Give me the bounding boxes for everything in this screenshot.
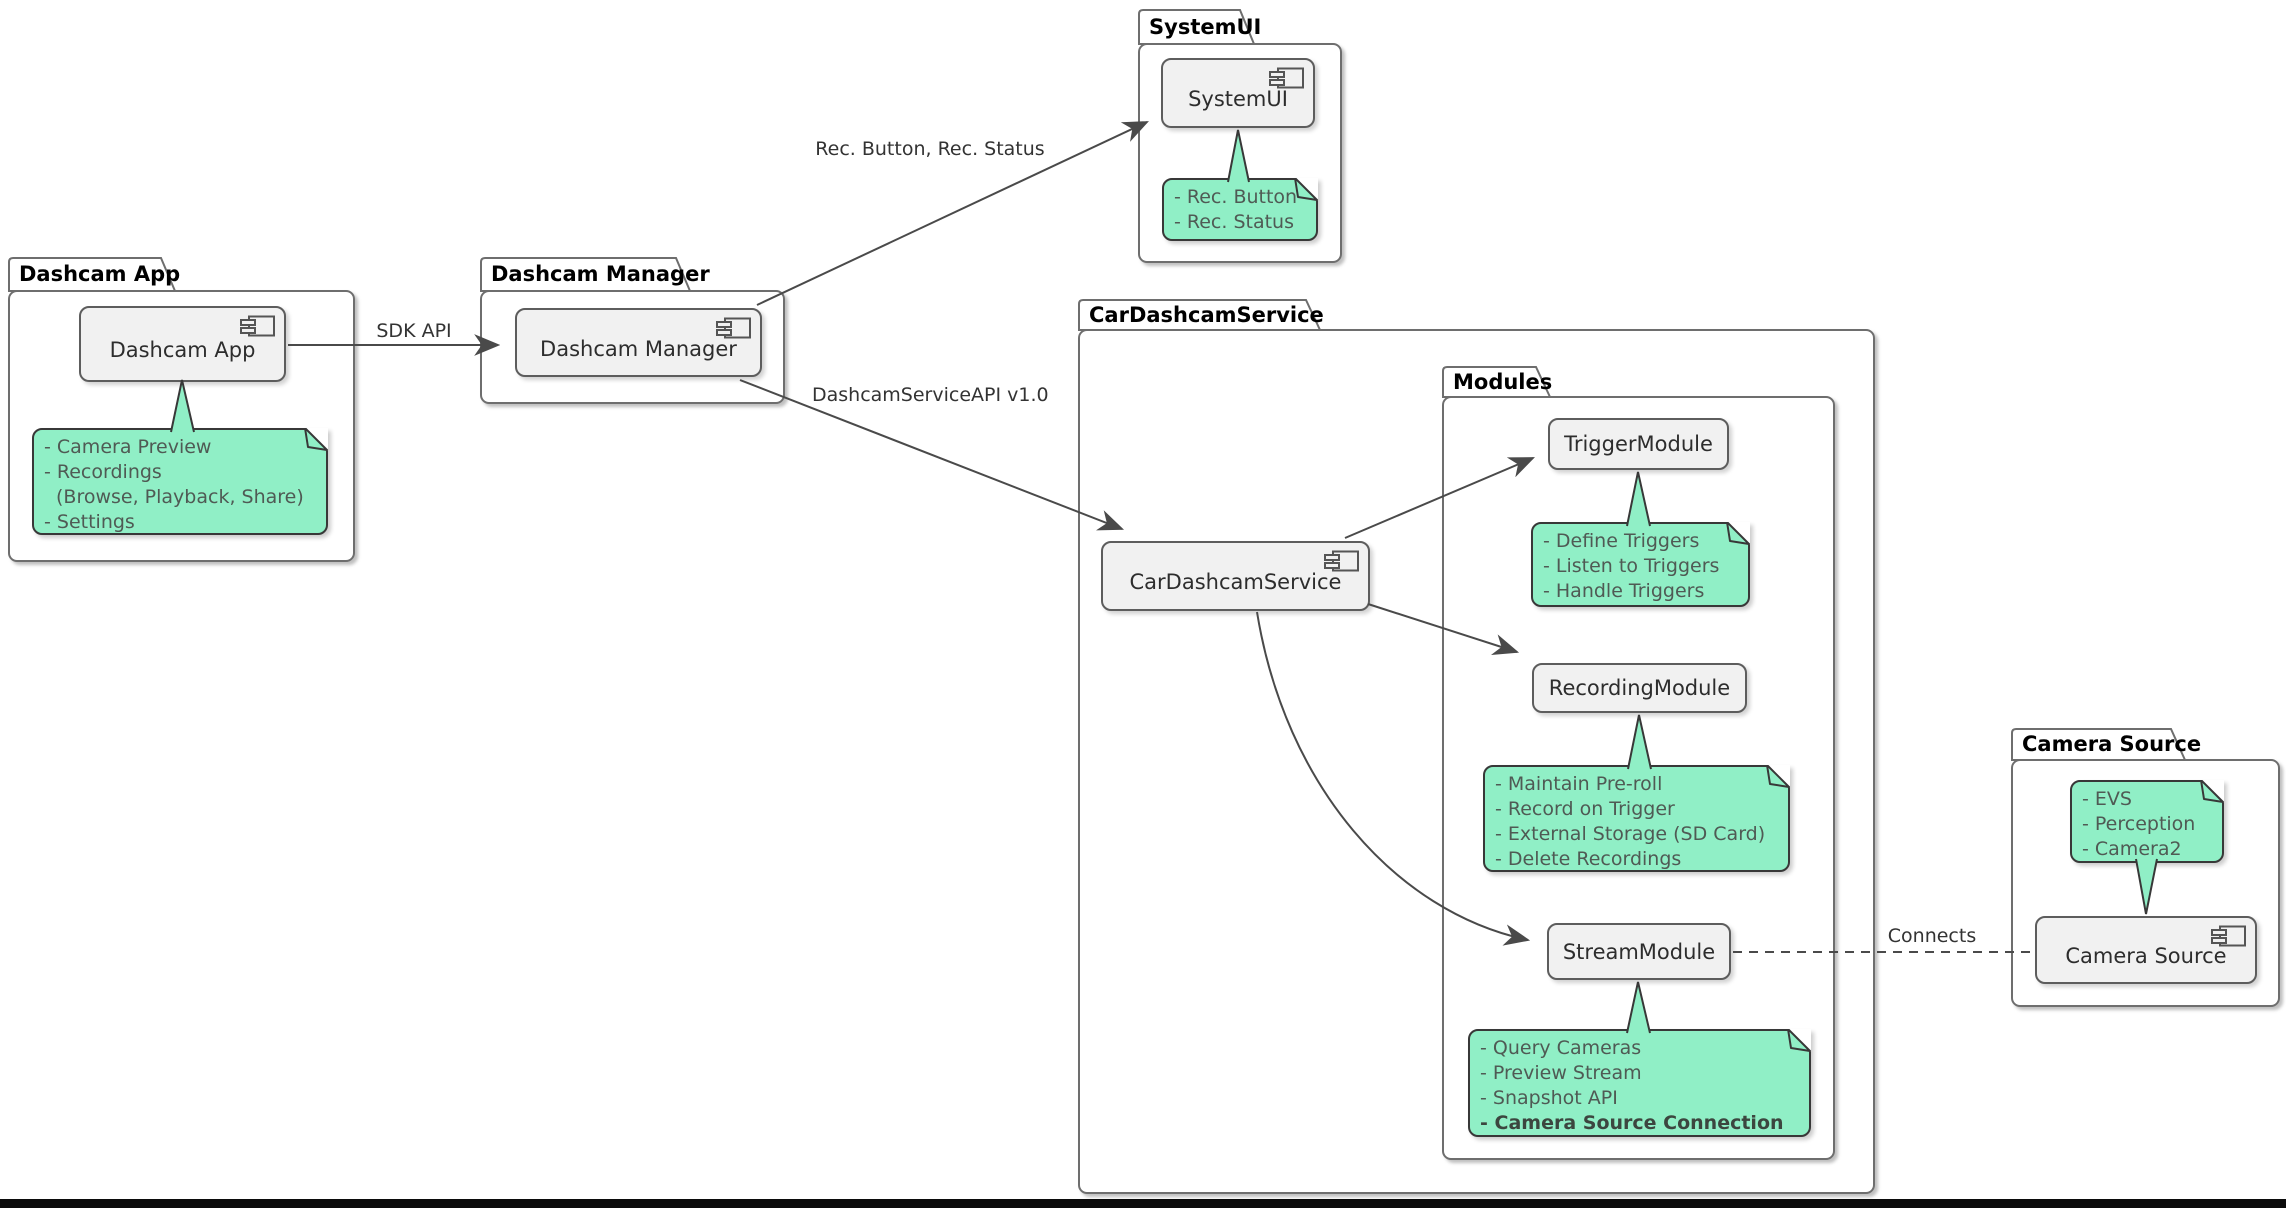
note-line: (Browse, Playback, Share) xyxy=(56,486,304,508)
note-fold-icon xyxy=(1766,765,1790,788)
note-tail-dashcam-app xyxy=(170,379,195,433)
component-label: CarDashcamService xyxy=(1129,570,1342,594)
package-title-modules: Modules xyxy=(1453,370,1553,394)
note-fold-icon xyxy=(1294,178,1318,201)
component-car-dashcam-service: CarDashcamService xyxy=(1101,541,1370,611)
note-stream-module: - Query Cameras - Preview Stream - Snaps… xyxy=(1468,1029,1811,1137)
note-fold-icon xyxy=(1787,1029,1811,1052)
component-label: Dashcam App xyxy=(109,338,256,362)
note-tail-recording-module xyxy=(1627,714,1652,770)
component-label: Camera Source xyxy=(2065,944,2227,968)
component-stream-module: StreamModule xyxy=(1547,923,1731,980)
package-title-camera-source: Camera Source xyxy=(2022,732,2202,756)
note-line: - Settings xyxy=(44,511,135,533)
note-camera-source: - EVS - Perception - Camera2 xyxy=(2070,780,2224,863)
component-icon xyxy=(2211,925,2246,947)
note-dashcam-app: - Camera Preview - Recordings (Browse, P… xyxy=(32,428,328,535)
component-systemui: SystemUI xyxy=(1161,58,1315,128)
component-icon xyxy=(716,317,751,339)
note-tail-systemui xyxy=(1227,129,1250,183)
component-label: RecordingModule xyxy=(1548,676,1731,700)
edge-to-trigger-module xyxy=(1344,457,1535,539)
package-title-dashcam-app: Dashcam App xyxy=(19,262,181,286)
component-icon xyxy=(240,315,275,337)
component-label: StreamModule xyxy=(1562,939,1716,964)
note-tail-camera-source xyxy=(2135,858,2158,915)
component-dashcam-app: Dashcam App xyxy=(79,306,286,382)
component-icon xyxy=(1324,550,1359,572)
component-label: TriggerModule xyxy=(1564,432,1713,456)
component-camera-source: Camera Source xyxy=(2035,916,2257,984)
note-line: - Preview Stream xyxy=(1480,1062,1642,1084)
component-recording-module: RecordingModule xyxy=(1532,663,1747,713)
note-line: - Record on Trigger xyxy=(1495,798,1675,820)
note-trigger-module: - Define Triggers - Listen to Triggers -… xyxy=(1531,522,1750,607)
note-line: - Rec. Status xyxy=(1174,211,1295,233)
note-line: - Maintain Pre-roll xyxy=(1495,773,1663,795)
component-label: Dashcam Manager xyxy=(540,336,737,361)
package-title-car-dashcam-service: CarDashcamService xyxy=(1089,303,1324,327)
note-fold-icon xyxy=(2200,780,2224,803)
note-line: - Camera Preview xyxy=(44,436,212,458)
edge-to-recording-module xyxy=(1367,603,1520,656)
bottom-black-bar xyxy=(0,1199,2286,1208)
note-fold-icon xyxy=(1726,522,1750,545)
note-recording-module: - Maintain Pre-roll - Record on Trigger … xyxy=(1483,765,1790,872)
package-title-systemui: SystemUI xyxy=(1149,15,1262,39)
component-icon xyxy=(1269,67,1304,89)
note-line: - Define Triggers xyxy=(1543,530,1700,552)
edge-label-connects: Connects xyxy=(1887,925,1977,947)
note-line: - Perception xyxy=(2082,813,2196,835)
note-fold-icon xyxy=(304,428,328,451)
edge-label-rec-button-status: Rec. Button, Rec. Status xyxy=(815,138,1045,160)
note-line: - Delete Recordings xyxy=(1495,848,1682,870)
note-line: - Query Cameras xyxy=(1480,1037,1642,1059)
note-tail-stream-module xyxy=(1626,981,1651,1034)
component-trigger-module: TriggerModule xyxy=(1548,418,1729,470)
note-systemui: - Rec. Button - Rec. Status xyxy=(1162,178,1318,241)
note-line: - Rec. Button xyxy=(1174,186,1298,208)
note-line: - Handle Triggers xyxy=(1543,580,1705,602)
package-title-dashcam-manager: Dashcam Manager xyxy=(491,262,710,286)
component-dashcam-manager: Dashcam Manager xyxy=(515,308,762,377)
edge-label-sdk-api: SDK API xyxy=(376,320,452,342)
note-line: - External Storage (SD Card) xyxy=(1495,823,1766,845)
note-line: - Camera2 xyxy=(2082,838,2182,860)
note-line: - Recordings xyxy=(44,461,162,483)
note-line-bold: - Camera Source Connection xyxy=(1480,1112,1784,1134)
note-line: - EVS xyxy=(2082,788,2132,810)
note-tail-trigger-module xyxy=(1626,471,1651,527)
note-line: - Snapshot API xyxy=(1480,1087,1618,1109)
note-line: - Listen to Triggers xyxy=(1543,555,1720,577)
edge-label-dashcam-service-api: DashcamServiceAPI v1.0 xyxy=(812,384,1049,406)
